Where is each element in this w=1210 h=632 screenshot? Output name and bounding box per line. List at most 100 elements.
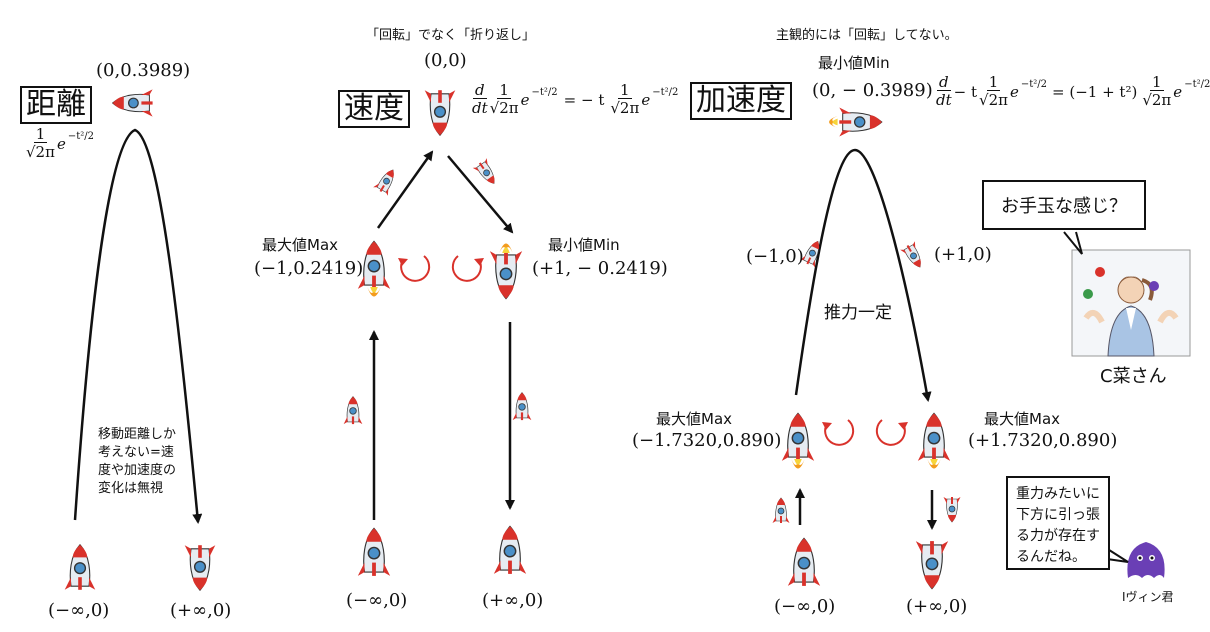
accel-label: 加速度 <box>690 82 792 120</box>
velocity-formula-num: 1 <box>497 81 511 99</box>
distance-curve <box>73 128 203 524</box>
velocity-left-coord: (−∞,0) <box>346 590 408 611</box>
accel-right-mid-coord: (+1,0) <box>934 244 992 265</box>
accel-top-coord: (0, − 0.3989) <box>812 80 933 101</box>
i-speech-line: るんだね。 <box>1016 549 1086 565</box>
c-speech-tail <box>1063 231 1083 255</box>
velocity-max-coord: (−1,0.2419) <box>254 258 364 279</box>
velocity-formula-dt: dt <box>472 99 488 117</box>
velocity-min-coord: (+1, − 0.2419) <box>532 258 668 279</box>
distance-formula: 1√2π e−t²/2 <box>26 126 94 161</box>
rocket-left-velocity <box>357 527 391 577</box>
rotate-arrow-min-velocity <box>451 255 485 282</box>
accel-formula-minus-t: − t <box>953 82 978 101</box>
rocket-right-accel <box>915 540 949 590</box>
i-speech-line: る力が存在す <box>1016 528 1100 544</box>
rotate-arrow-max-velocity <box>397 255 431 282</box>
i-speech-line: 下方に引っ張 <box>1016 507 1100 523</box>
velocity-formula-sup: −t²/2 <box>531 87 558 98</box>
distance-top-coord: (0,0.3989) <box>96 60 191 81</box>
rocket-small-low-right-accel <box>943 496 961 523</box>
rocket-small-low-left-accel <box>772 497 790 524</box>
rocket-right-velocity <box>493 525 527 575</box>
i-character-name: Iヴィン君 <box>1122 590 1174 604</box>
distance-note-line: 度や加速度の <box>98 463 177 478</box>
velocity-max-label: 最大値Max <box>262 236 339 254</box>
rocket-left-accel <box>787 537 821 587</box>
accel-right-coord: (+∞,0) <box>906 596 968 617</box>
velocity-caption: 「回転」でなく「折り返し」 <box>366 28 536 43</box>
accel-min-label: 最小値Min <box>818 54 890 72</box>
rocket-small-down-right <box>472 157 502 189</box>
distance-formula-num: 1 <box>33 125 48 143</box>
accel-formula-rhs-sup: −t²/2 <box>1184 79 1210 90</box>
accel-max-right-coord: (+1.7320,0.890) <box>968 430 1118 451</box>
accel-formula-d: d <box>937 73 951 91</box>
velocity-formula-equals: = − t <box>563 90 605 109</box>
rocket-min-velocity <box>489 243 523 300</box>
distance-note-line: 移動距離しか <box>98 427 177 442</box>
velocity-arrow-down-right <box>447 155 514 234</box>
accel-formula-den: √2π <box>979 91 1008 109</box>
distance-note: 移動距離しか 考えない=速 度や加速度の 変化は無視 <box>98 426 176 498</box>
accel-max-right-label: 最大値Max <box>984 410 1061 428</box>
distance-label: 距離 <box>20 86 92 124</box>
rocket-small-mid-right <box>512 392 532 421</box>
distance-formula-sup: −t²/2 <box>67 131 94 142</box>
accel-formula-rhs-den: √2π <box>1142 91 1172 109</box>
accel-formula-dt: dt <box>936 91 952 109</box>
velocity-arrow-to-top <box>376 150 434 229</box>
velocity-label: 速度 <box>338 90 410 128</box>
rocket-small-mid-right-accel <box>899 240 928 272</box>
accel-formula-num: 1 <box>986 73 1001 91</box>
accel-max-left-label: 最大値Max <box>656 410 733 428</box>
accel-left-coord: (−∞,0) <box>774 596 836 617</box>
rocket-small-up-left <box>372 165 401 197</box>
accel-left-mid-coord: (−1,0) <box>746 246 804 267</box>
velocity-min-label: 最小値Min <box>548 236 620 254</box>
distance-formula-exp: e <box>56 134 66 153</box>
accel-thrust-label: 推力一定 <box>822 298 894 323</box>
velocity-top-coord: (0,0) <box>424 50 467 71</box>
i-speech-line: 重力みたいに <box>1016 486 1100 502</box>
rocket-max-left-accel <box>781 412 815 469</box>
c-character-name: C菜さん <box>1100 366 1167 387</box>
rotate-arrow-max-right <box>875 419 909 446</box>
c-speech-bubble: お手玉な感じ？ <box>982 180 1146 230</box>
accel-formula-equals: = (−1 + t²) <box>1052 82 1138 101</box>
i-speech-bubble: 重力みたいに 下方に引っ張 る力が存在す るんだね。 <box>1006 476 1110 570</box>
velocity-formula-rhs-num: 1 <box>618 81 632 99</box>
velocity-formula-rhs-sup: −t²/2 <box>652 87 679 98</box>
velocity-formula-den: √2π <box>489 99 519 117</box>
i-character-avatar <box>1127 542 1165 578</box>
distance-note-line: 変化は無視 <box>98 481 164 496</box>
velocity-right-coord: (+∞,0) <box>482 590 544 611</box>
c-character-avatar <box>1083 267 1179 357</box>
acceleration-curve <box>794 148 932 402</box>
distance-right-coord: (+∞,0) <box>170 600 232 621</box>
accel-max-left-coord: (−1.7320,0.890) <box>632 430 782 451</box>
rocket-max-right-accel <box>917 412 951 469</box>
rocket-top-velocity <box>424 89 456 136</box>
velocity-formula-rhs-exp: e <box>641 90 651 109</box>
accel-formula-sup: −t²/2 <box>1020 79 1048 90</box>
distance-left-coord: (−∞,0) <box>48 600 110 621</box>
rotate-arrow-max-left <box>821 419 855 446</box>
rocket-top-distance <box>111 88 154 118</box>
velocity-formula-d: d <box>473 81 487 99</box>
accel-formula-exp: e <box>1009 82 1019 101</box>
c-speech-text: お手玉な感じ？ <box>1001 196 1127 217</box>
velocity-formula-exp: e <box>520 90 530 109</box>
distance-formula-den: √2π <box>26 143 55 161</box>
accel-formula-rhs-exp: e <box>1173 82 1183 101</box>
rocket-right-distance <box>184 544 216 591</box>
distance-note-line: 考えない=速 <box>98 445 174 460</box>
rocket-small-mid-left <box>343 396 363 425</box>
accel-caption: 主観的には「回転」してない。 <box>776 28 958 43</box>
velocity-formula-rhs-den: √2π <box>610 99 640 117</box>
rocket-left-distance <box>64 544 96 591</box>
rocket-top-accel <box>829 106 883 138</box>
accel-formula-rhs-num: 1 <box>1150 73 1164 91</box>
